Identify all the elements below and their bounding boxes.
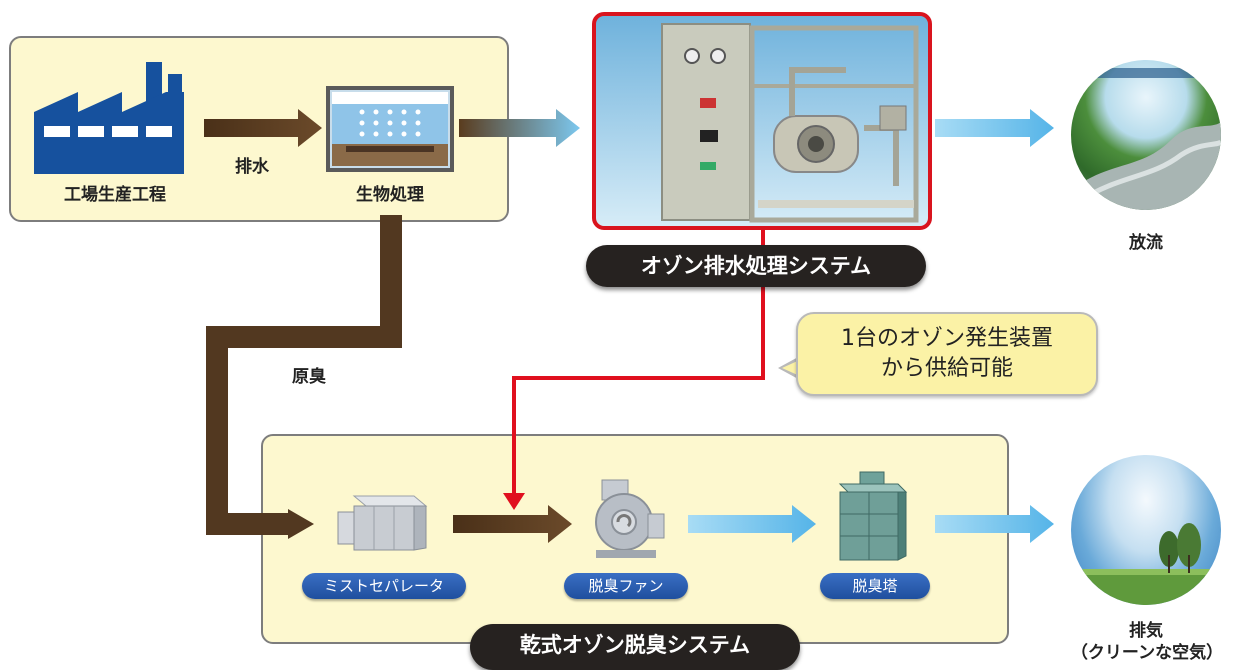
discharge-label: 放流 <box>1129 233 1163 253</box>
arrow-bio-to-ozone <box>459 109 580 147</box>
callout-line1: 1台のオゾン発生装置 <box>841 326 1053 351</box>
ozone-system-label: オゾン排水処理システム <box>586 245 926 287</box>
ozone-system-photo <box>592 12 932 230</box>
factory-icon <box>34 62 184 174</box>
dry-deodorization-label: 乾式オゾン脱臭システム <box>470 624 800 670</box>
sky-image <box>1071 455 1221 605</box>
ozone-supply-arrowhead <box>503 493 525 510</box>
deodor-tower-icon <box>838 471 908 561</box>
arrow-separator-to-fan <box>453 505 572 543</box>
raw-odor-label: 原臭 <box>292 367 326 387</box>
arrow-ozone-to-river <box>935 109 1054 147</box>
arrow-tower-to-sky <box>935 505 1054 543</box>
ozone-supply-line <box>512 225 765 495</box>
exhaust-sub-label: （クリーンな空気） <box>1070 643 1224 663</box>
raw-odor-duct <box>206 215 402 535</box>
supply-callout: 1台のオゾン発生装置 から供給可能 <box>796 312 1098 396</box>
exhaust-label: 排気 <box>1129 621 1163 641</box>
arrow-raw-odor-head <box>288 509 314 539</box>
bio-treatment-label: 生物処理 <box>356 185 424 205</box>
factory-label: 工場生産工程 <box>64 185 166 205</box>
deodor-fan-label: 脱臭ファン <box>564 573 688 599</box>
wastewater-label: 排水 <box>235 157 269 177</box>
arrow-fan-to-tower <box>688 505 816 543</box>
mist-separator-label: ミストセパレータ <box>302 573 466 599</box>
mist-separator-icon <box>337 495 428 551</box>
deodor-tower-label: 脱臭塔 <box>820 573 930 599</box>
river-image <box>1071 60 1221 210</box>
arrow-factory-to-bio <box>204 109 322 147</box>
callout-line2: から供給可能 <box>880 356 1013 381</box>
bio-tank-icon <box>326 86 454 172</box>
deodor-fan-icon <box>595 479 665 558</box>
